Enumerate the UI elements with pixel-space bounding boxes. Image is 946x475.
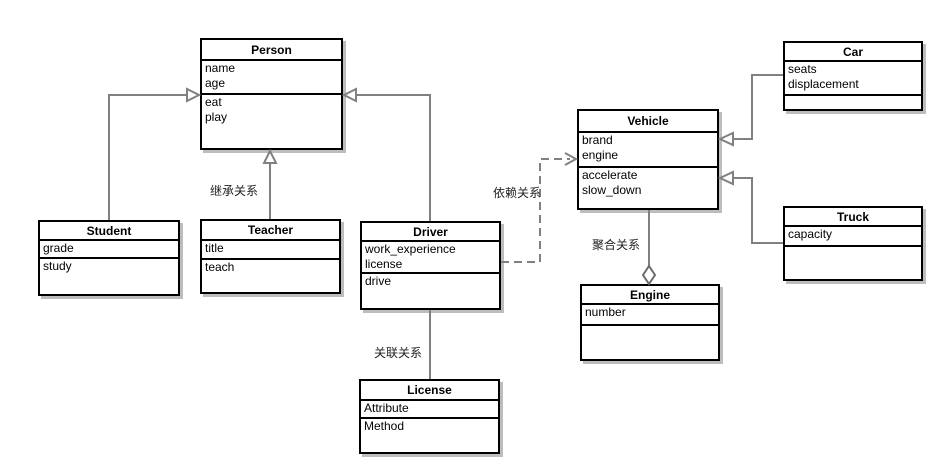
attribute: license [365,257,403,271]
class-title-driver: Driver [362,223,499,242]
method: teach [205,260,235,274]
class-box-truck[interactable]: Truck capacity [783,206,923,281]
class-box-person[interactable]: Person name age eat play [200,38,343,150]
class-methods-engine [582,326,718,359]
open-arrowhead [564,152,579,166]
hollow-triangle-arrowhead [717,131,734,147]
method: Method [364,419,405,433]
hollow-triangle-arrowhead [262,148,278,164]
method: drive [365,274,392,288]
edge-label-dependency: 依赖关系 [493,186,542,200]
edge-label-inheritance: 继承关系 [210,184,259,198]
class-attrs-student: grade [40,241,178,259]
class-attrs-engine: number [582,305,718,326]
edge-teacher-person-inheritance[interactable] [262,148,278,219]
attribute: grade [43,241,74,255]
method: slow_down [582,183,642,197]
class-methods-teacher: teach [202,260,339,292]
attribute: name [205,61,236,75]
class-methods-vehicle: accelerate slow_down [579,168,717,208]
class-box-vehicle[interactable]: Vehicle brand engine accelerate slow_dow… [577,109,719,210]
edge-driver-person-inheritance[interactable] [341,87,431,221]
class-methods-car [785,96,921,109]
hollow-triangle-arrowhead [717,170,734,186]
hollow-triangle-arrowhead [341,87,357,103]
class-title-engine: Engine [582,286,718,305]
class-box-student[interactable]: Student grade study [38,220,180,296]
class-methods-person: eat play [202,95,341,148]
class-methods-driver: drive [362,274,499,308]
class-attrs-driver: work_experience license [362,242,499,274]
attribute: engine [582,148,619,162]
method: accelerate [582,168,638,182]
class-attrs-vehicle: brand engine [579,133,717,168]
attribute: age [205,76,226,90]
class-attrs-teacher: title [202,241,339,260]
attribute: brand [582,133,613,147]
class-box-engine[interactable]: Engine number [580,284,720,361]
class-title-license: License [361,381,498,401]
class-attrs-person: name age [202,61,341,95]
edge-label-association: 关联关系 [374,346,423,360]
edge-truck-vehicle-inheritance[interactable] [717,170,783,244]
method: study [43,259,72,273]
hollow-triangle-arrowhead [186,87,202,103]
attribute: Attribute [364,401,409,415]
class-box-license[interactable]: License Attribute Method [359,379,500,454]
class-box-car[interactable]: Car seats displacement [783,41,923,111]
class-methods-license: Method [361,419,498,452]
edge-vehicle-engine-aggregation[interactable] [641,210,657,286]
class-box-teacher[interactable]: Teacher title teach [200,219,341,294]
class-title-vehicle: Vehicle [579,111,717,133]
attribute: seats [788,62,817,76]
method: play [205,110,228,124]
attribute: displacement [788,77,859,91]
class-methods-truck [785,247,921,279]
class-methods-student: study [40,259,178,294]
attribute: number [585,305,626,319]
class-title-person: Person [202,40,341,61]
edge-label-aggregation: 聚合关系 [592,238,641,252]
class-title-teacher: Teacher [202,221,339,241]
class-attrs-license: Attribute [361,401,498,419]
class-attrs-car: seats displacement [785,62,921,96]
class-box-driver[interactable]: Driver work_experience license drive [360,221,501,310]
class-title-truck: Truck [785,208,921,227]
class-title-student: Student [40,222,178,241]
edge-driver-vehicle-dependency[interactable] [501,152,579,263]
class-title-car: Car [785,43,921,62]
attribute: capacity [788,227,833,241]
class-attrs-truck: capacity [785,227,921,247]
attribute: title [205,241,224,255]
edge-car-vehicle-inheritance[interactable] [717,74,783,147]
edge-student-person-inheritance[interactable] [108,87,202,220]
hollow-diamond [641,264,657,286]
method: eat [205,95,222,109]
attribute: work_experience [365,242,456,256]
